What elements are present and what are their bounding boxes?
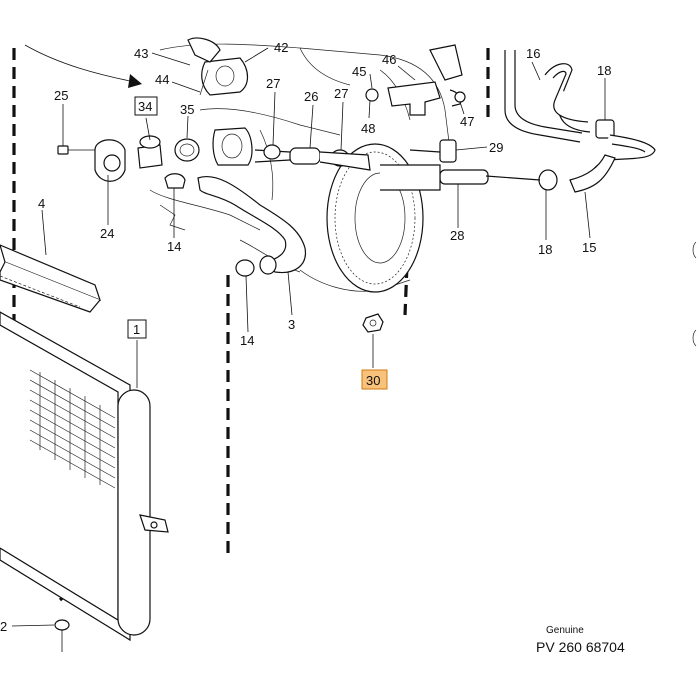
- callout-29: 29: [489, 140, 503, 155]
- pipe-26: [254, 144, 371, 171]
- callout-15: 15: [582, 240, 596, 255]
- bracket-42: [187, 37, 249, 96]
- callout-26: 26: [304, 89, 318, 104]
- callout-1: 1: [133, 322, 140, 337]
- callout-28: 28: [450, 228, 464, 243]
- callout-27-right: 27: [334, 86, 348, 101]
- callout-24: 24: [100, 226, 114, 241]
- drain-plug-2: [54, 619, 70, 652]
- callout-34: 34: [138, 99, 152, 114]
- radiator-core: [29, 369, 116, 489]
- callout-35: 35: [180, 102, 194, 117]
- hose-3: [197, 176, 306, 277]
- callout-34-box: 34: [134, 96, 158, 116]
- hose-28: [380, 139, 541, 191]
- callout-30-box: 30: [361, 369, 388, 390]
- callout-14-upper: 14: [167, 239, 181, 254]
- callout-42: 42: [274, 40, 288, 55]
- callout-18-lower: 18: [538, 242, 552, 257]
- direction-arrow: [24, 44, 142, 88]
- callout-46: 46: [382, 52, 396, 67]
- panel-4: [0, 244, 101, 313]
- leader-lines: [11, 47, 606, 627]
- callout-16: 16: [526, 46, 540, 61]
- callout-25: 25: [54, 88, 68, 103]
- callout-18-upper: 18: [597, 63, 611, 78]
- bolt-25: [57, 145, 95, 155]
- callout-14-lower: 14: [240, 333, 254, 348]
- callout-30: 30: [366, 373, 380, 388]
- callout-labels: 43 42 44 46 45 16 18 25 34 35 27 26 27 4…: [0, 40, 611, 634]
- callout-1-box: 1: [127, 319, 147, 339]
- callout-47: 47: [460, 114, 474, 129]
- radiator: [0, 311, 169, 642]
- callout-27-left: 27: [266, 76, 280, 91]
- callout-45: 45: [352, 64, 366, 79]
- upper-pipe-assembly: [504, 50, 656, 193]
- genuine-label: Genuine: [546, 625, 584, 636]
- callout-3: 3: [288, 317, 295, 332]
- fitting-46: [365, 44, 466, 116]
- footer: Genuine PV 260 68704: [536, 625, 625, 655]
- callout-2: 2: [0, 619, 7, 634]
- edge-marks: [692, 241, 697, 347]
- callout-43: 43: [134, 46, 148, 61]
- callout-4: 4: [38, 196, 45, 211]
- nut-30: [362, 313, 384, 333]
- callout-44: 44: [155, 72, 169, 87]
- callout-48: 48: [361, 121, 375, 136]
- part-number: PV 260 68704: [536, 639, 625, 655]
- thermostat-assembly: [94, 127, 253, 189]
